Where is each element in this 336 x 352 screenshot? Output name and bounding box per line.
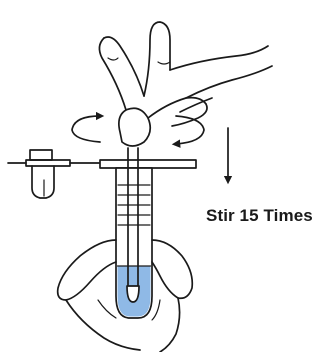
tube-cap — [8, 150, 110, 198]
tube-flange — [100, 160, 196, 168]
upper-hand — [99, 22, 272, 146]
stir-instruction-label: Stir 15 Times — [206, 206, 313, 226]
